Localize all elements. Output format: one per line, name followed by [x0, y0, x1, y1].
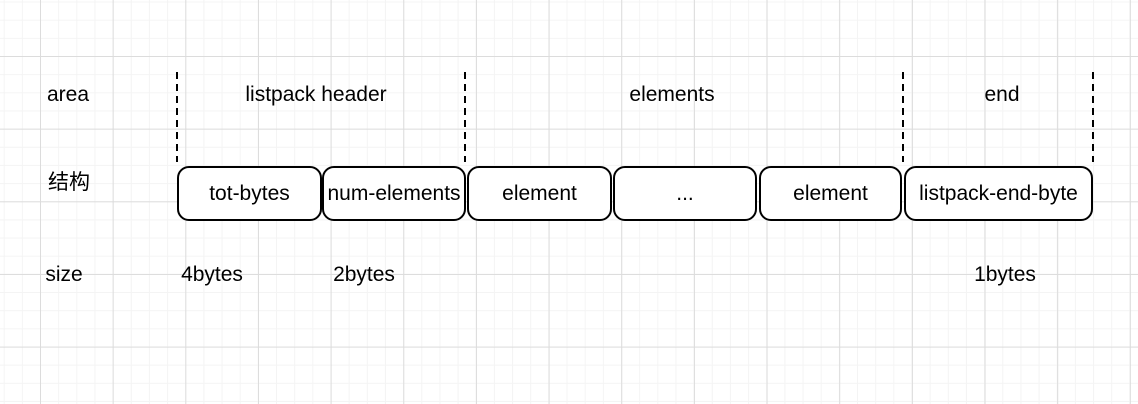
row-label-area: area [46, 83, 90, 106]
dashed-divider-1 [176, 72, 178, 162]
dashed-divider-4 [1092, 72, 1094, 162]
box-num-elements[interactable]: num-elements [322, 166, 466, 221]
box-listpack-end-byte[interactable]: listpack-end-byte [904, 166, 1093, 221]
area-label-listpack-header: listpack header [245, 83, 387, 106]
size-label-2bytes: 2bytes [333, 263, 395, 286]
dashed-divider-3 [902, 72, 904, 162]
size-label-4bytes: 4bytes [181, 263, 243, 286]
box-element-2[interactable]: element [759, 166, 902, 221]
box-tot-bytes[interactable]: tot-bytes [177, 166, 322, 221]
box-element-1[interactable]: element [467, 166, 612, 221]
box-ellipsis[interactable]: ... [613, 166, 757, 221]
area-label-elements: elements [629, 83, 715, 106]
size-label-1bytes: 1bytes [974, 263, 1036, 286]
area-label-end: end [984, 83, 1020, 106]
row-label-size: size [45, 263, 83, 286]
dashed-divider-2 [464, 72, 466, 162]
row-label-structure: 结构 [48, 171, 90, 194]
